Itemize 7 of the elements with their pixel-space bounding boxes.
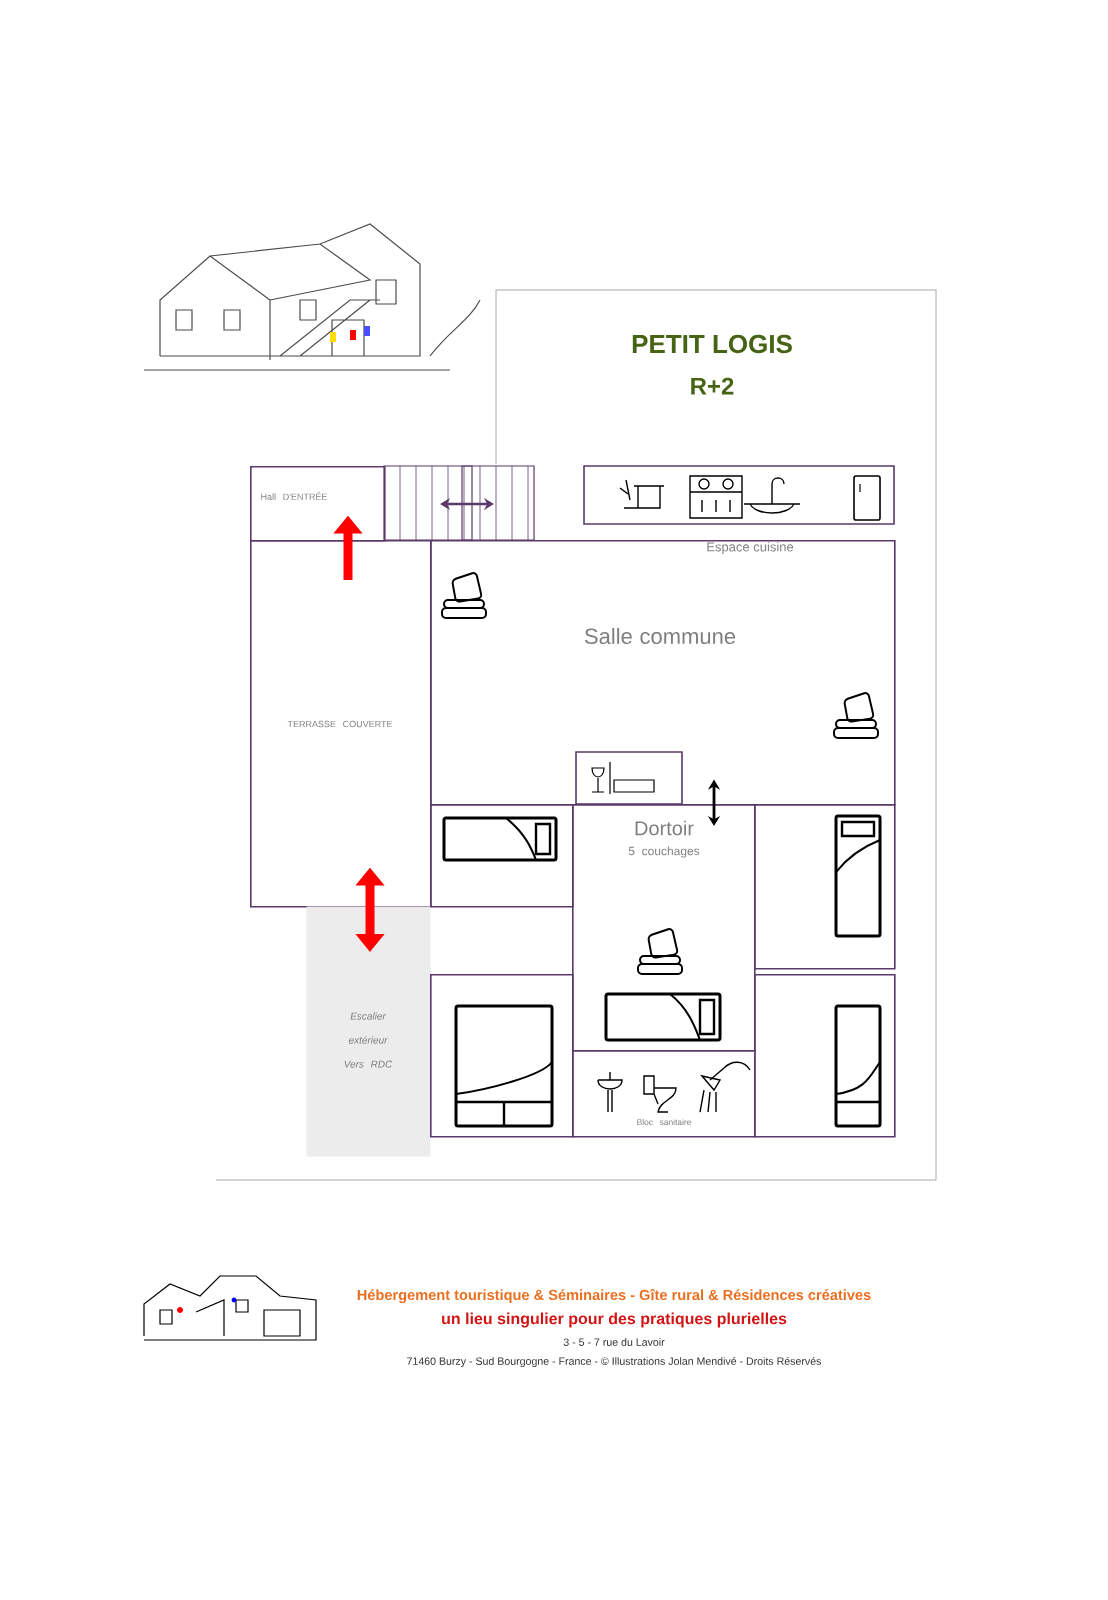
footer-text: un lieu singulier pour des pratiques plurielles: [442, 1312, 787, 1328]
room: [430, 804, 574, 908]
floor-label: R+2: [691, 377, 734, 395]
room: [430, 974, 574, 1138]
room: [754, 804, 896, 970]
title: PETIT LOGIS: [632, 334, 792, 354]
room: [754, 974, 896, 1138]
